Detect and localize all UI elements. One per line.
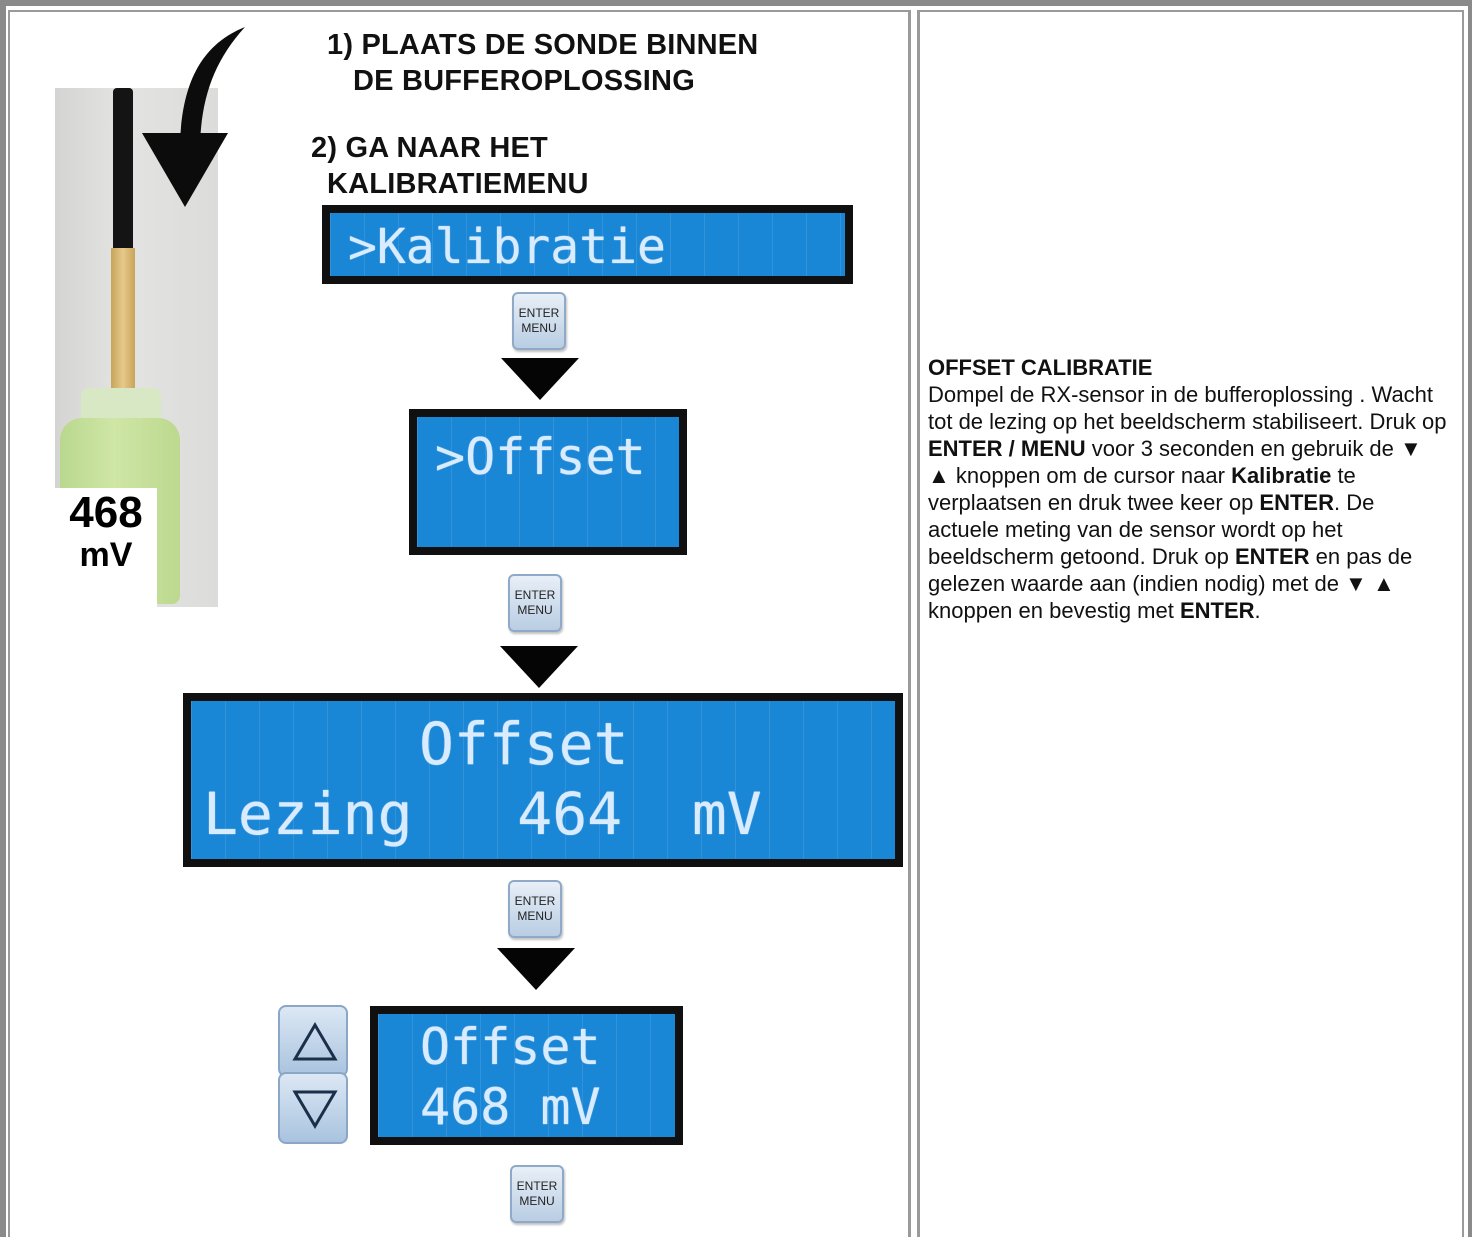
down-button[interactable]: [278, 1072, 348, 1144]
down-arrow-icon: [497, 948, 575, 990]
instruction-description: OFFSET CALIBRATIE Dompel de RX-sensor in…: [928, 354, 1448, 624]
enter-menu-button-3[interactable]: ENTER MENU: [508, 880, 562, 938]
description-text-1: Dompel de RX-sensor in de bufferoplossin…: [928, 382, 1447, 434]
step-2-line-2: KALIBRATIEMENU: [311, 166, 589, 202]
description-bold-enter-3: ENTER: [1180, 598, 1255, 623]
menu-label: MENU: [512, 1194, 562, 1209]
step-1-text: 1) PLAATS DE SONDE BINNEN DE BUFFEROPLOS…: [327, 27, 758, 99]
probe-reading-value: 468: [55, 490, 157, 536]
enter-menu-button-2[interactable]: ENTER MENU: [508, 574, 562, 632]
description-bold-kalibratie: Kalibratie: [1231, 463, 1331, 488]
triangle-up-icon: [292, 1021, 338, 1063]
menu-label: MENU: [510, 909, 560, 924]
enter-menu-button-4[interactable]: ENTER MENU: [510, 1165, 564, 1223]
lcd-lezing-text: Lezing 464 mV: [203, 779, 762, 849]
lcd-adjust-value: 468 mV: [420, 1076, 601, 1138]
lcd-display-kalibratie: >Kalibratie: [322, 205, 853, 284]
step-2-text: 2) GA NAAR HET KALIBRATIEMENU: [311, 130, 589, 202]
down-arrow-icon: [501, 358, 579, 400]
description-title: OFFSET CALIBRATIE: [928, 354, 1448, 381]
enter-label: ENTER: [514, 306, 564, 321]
lcd-display-offset-adjust: Offset 468 mV: [370, 1006, 683, 1145]
probe-reading-unit: mV: [55, 536, 157, 574]
menu-label: MENU: [510, 603, 560, 618]
description-bold-enter-menu: ENTER / MENU: [928, 436, 1086, 461]
step-1-line-1: 1) PLAATS DE SONDE BINNEN: [327, 29, 758, 61]
lcd-adjust-title: Offset: [420, 1016, 601, 1078]
curved-arrow-icon: [140, 25, 250, 210]
up-button[interactable]: [278, 1005, 348, 1077]
enter-label: ENTER: [510, 894, 560, 909]
description-text-6: .: [1255, 598, 1261, 623]
lcd-offset-title: Offset: [419, 709, 629, 779]
probe-cable: [113, 88, 133, 258]
enter-label: ENTER: [512, 1179, 562, 1194]
step-1-line-2: DE BUFFEROPLOSSING: [327, 63, 758, 99]
down-arrow-icon: [500, 646, 578, 688]
triangle-down-icon: [292, 1088, 338, 1130]
lcd-display-offset-menu: >Offset: [409, 409, 687, 555]
lcd-display-offset-reading: Offset Lezing 464 mV: [183, 693, 903, 867]
probe-reading-label: 468 mV: [55, 488, 157, 610]
description-bold-enter-2: ENTER: [1235, 544, 1310, 569]
step-2-line-1: 2) GA NAAR HET: [311, 132, 548, 164]
lcd-kalibratie-text: >Kalibratie: [348, 219, 666, 275]
menu-label: MENU: [514, 321, 564, 336]
enter-label: ENTER: [510, 588, 560, 603]
enter-menu-button-1[interactable]: ENTER MENU: [512, 292, 566, 350]
description-bold-enter-1: ENTER: [1259, 490, 1334, 515]
lcd-offset-menu-text: >Offset: [435, 427, 646, 487]
